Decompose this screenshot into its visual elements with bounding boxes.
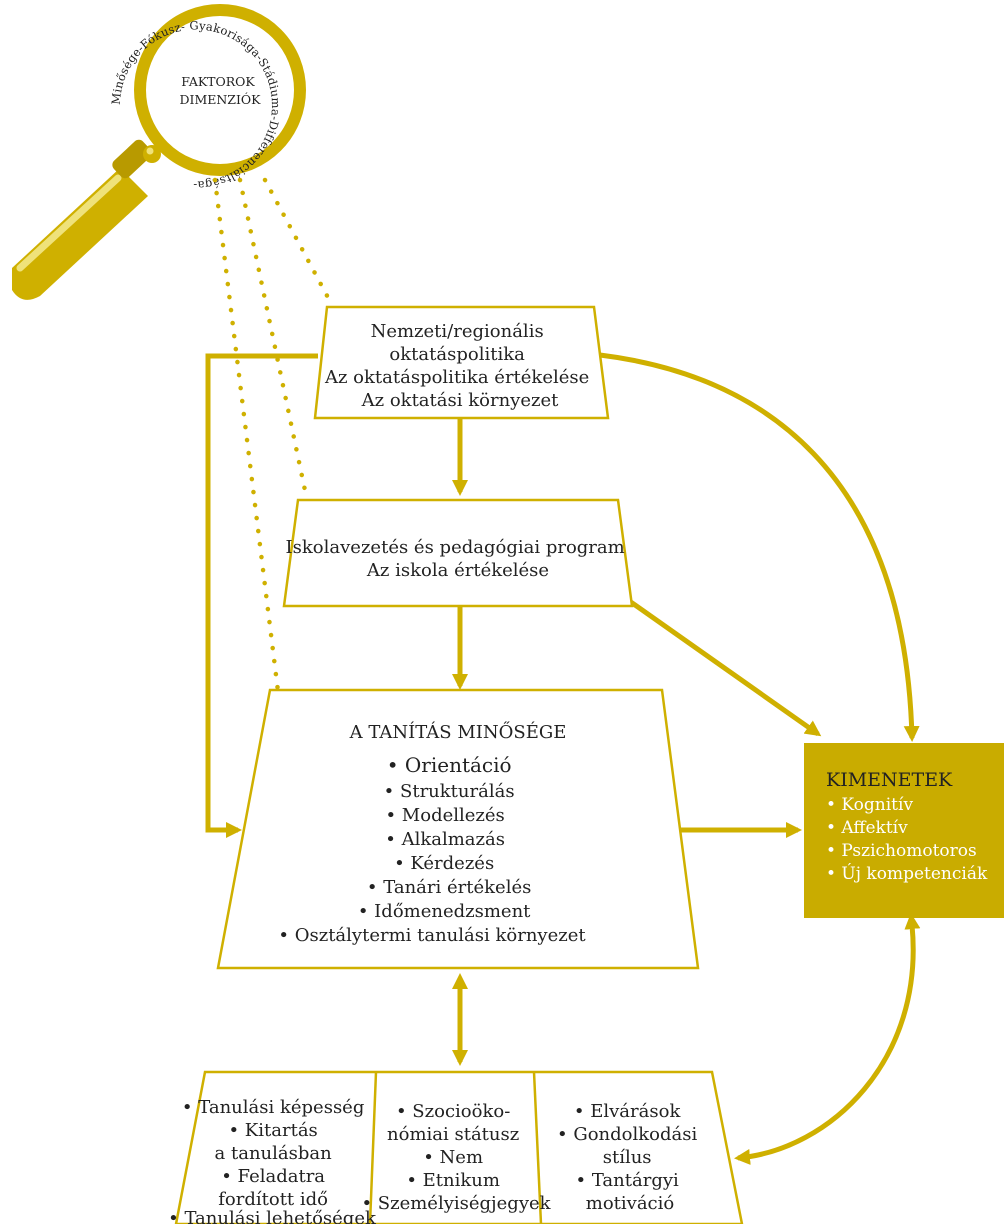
student-col1-line-4: • Feladatra bbox=[221, 1166, 325, 1187]
teaching-item-1: • Orientáció bbox=[387, 753, 512, 777]
outcomes-item-1: • Kognitív bbox=[826, 795, 913, 815]
student-col1-line-3: a tanulásban bbox=[215, 1143, 333, 1164]
outcomes-item-4: • Új kompetenciák bbox=[826, 863, 988, 884]
student-col2-line-3: • Nem bbox=[423, 1147, 483, 1168]
teaching-item-5: • Kérdezés bbox=[394, 853, 494, 874]
teaching-item-4: • Alkalmazás bbox=[385, 829, 505, 850]
svg-text:Nemzeti/regionális oktat: Nemzeti/regionális oktatáspolitika Az ok… bbox=[324, 321, 595, 411]
svg-text:• Kognitív • Affektív: • Kognitív • Affektív • Pszichomotoros •… bbox=[826, 795, 988, 884]
school-line-2: Az iskola értékelése bbox=[366, 560, 549, 581]
svg-text:• Elvárások • Gondolkodá: • Elvárások • Gondolkodási stílus • Tant… bbox=[557, 1101, 703, 1214]
student-col2-line-5: • Személyiségjegyek bbox=[361, 1193, 551, 1214]
teaching-item-6: • Tanári értékelés bbox=[367, 877, 531, 898]
student-col1-line-5: fordított idő bbox=[218, 1189, 328, 1210]
student-col1-line-6: • Tanulási lehetőségek bbox=[168, 1208, 377, 1224]
teaching-item-2: • Strukturálás bbox=[384, 781, 515, 802]
svg-text:• Szocioöko- nómiai stát: • Szocioöko- nómiai státusz • Nem • Etni… bbox=[361, 1101, 551, 1214]
school-line-1: Iskolavezetés és pedagógiai program bbox=[286, 537, 625, 558]
outcomes-item-3: • Pszichomotoros bbox=[826, 841, 977, 861]
dotted-lines bbox=[212, 177, 335, 743]
svg-text:Iskolavezetés és pedagógiai pr: Iskolavezetés és pedagógiai program Az i… bbox=[286, 537, 631, 581]
lens-line-1: FAKTOROK bbox=[181, 74, 255, 89]
outcomes-box: KIMENETEK • Kognitív • Affektív • Pszich… bbox=[804, 743, 1004, 918]
school-box: Iskolavezetés és pedagógiai program Az i… bbox=[282, 498, 634, 608]
outcomes-title: KIMENETEK bbox=[826, 769, 953, 791]
policy-box: Nemzeti/regionális oktatáspolitika Az ok… bbox=[313, 305, 610, 420]
outcomes-item-2: • Affektív bbox=[826, 818, 908, 838]
policy-line-2: oktatáspolitika bbox=[389, 344, 525, 365]
policy-line-3: Az oktatáspolitika értékelése bbox=[324, 367, 589, 388]
student-col3-line-2: • Gondolkodási bbox=[557, 1124, 697, 1145]
teaching-box: A TANÍTÁS MINŐSÉGE • Orientáció • Strukt… bbox=[216, 688, 700, 970]
student-box: • Tanulási képesség • Kitartás a tanulás… bbox=[168, 1070, 744, 1224]
student-col3-line-5: motiváció bbox=[586, 1193, 674, 1214]
student-col2-line-2: nómiai státusz bbox=[387, 1124, 519, 1145]
student-col1-line-2: • Kitartás bbox=[228, 1120, 317, 1141]
student-col3-line-4: • Tantárgyi bbox=[575, 1170, 679, 1191]
svg-text:• Orientáció • Strukturá: • Orientáció • Strukturálás • Modellezés… bbox=[278, 753, 586, 946]
teaching-item-3: • Modellezés bbox=[385, 805, 504, 826]
policy-line-4: Az oktatási környezet bbox=[361, 390, 559, 411]
connectors bbox=[205, 352, 921, 1165]
lens-line-2: DIMENZIÓK bbox=[179, 91, 261, 107]
policy-line-1: Nemzeti/regionális bbox=[371, 321, 544, 342]
teaching-item-7: • Időmenedzsment bbox=[358, 901, 531, 922]
svg-text:FAKTOROK DIMENZIÓK: FAKTOROK DIMENZIÓK bbox=[179, 74, 261, 107]
student-col3-line-1: • Elvárások bbox=[574, 1101, 682, 1122]
teaching-item-8: • Osztálytermi tanulási környezet bbox=[278, 925, 586, 946]
student-col3-line-3: stílus bbox=[603, 1147, 652, 1168]
svg-text:• Tanulási képesség • Ki: • Tanulási képesség • Kitartás a tanulás… bbox=[168, 1097, 377, 1224]
student-col1-line-1: • Tanulási képesség bbox=[182, 1097, 364, 1118]
teaching-title: A TANÍTÁS MINŐSÉGE bbox=[349, 720, 567, 743]
student-col2-line-1: • Szocioöko- bbox=[396, 1101, 510, 1122]
student-col2-line-4: • Etnikum bbox=[406, 1170, 500, 1191]
magnifier-handle bbox=[12, 139, 161, 300]
